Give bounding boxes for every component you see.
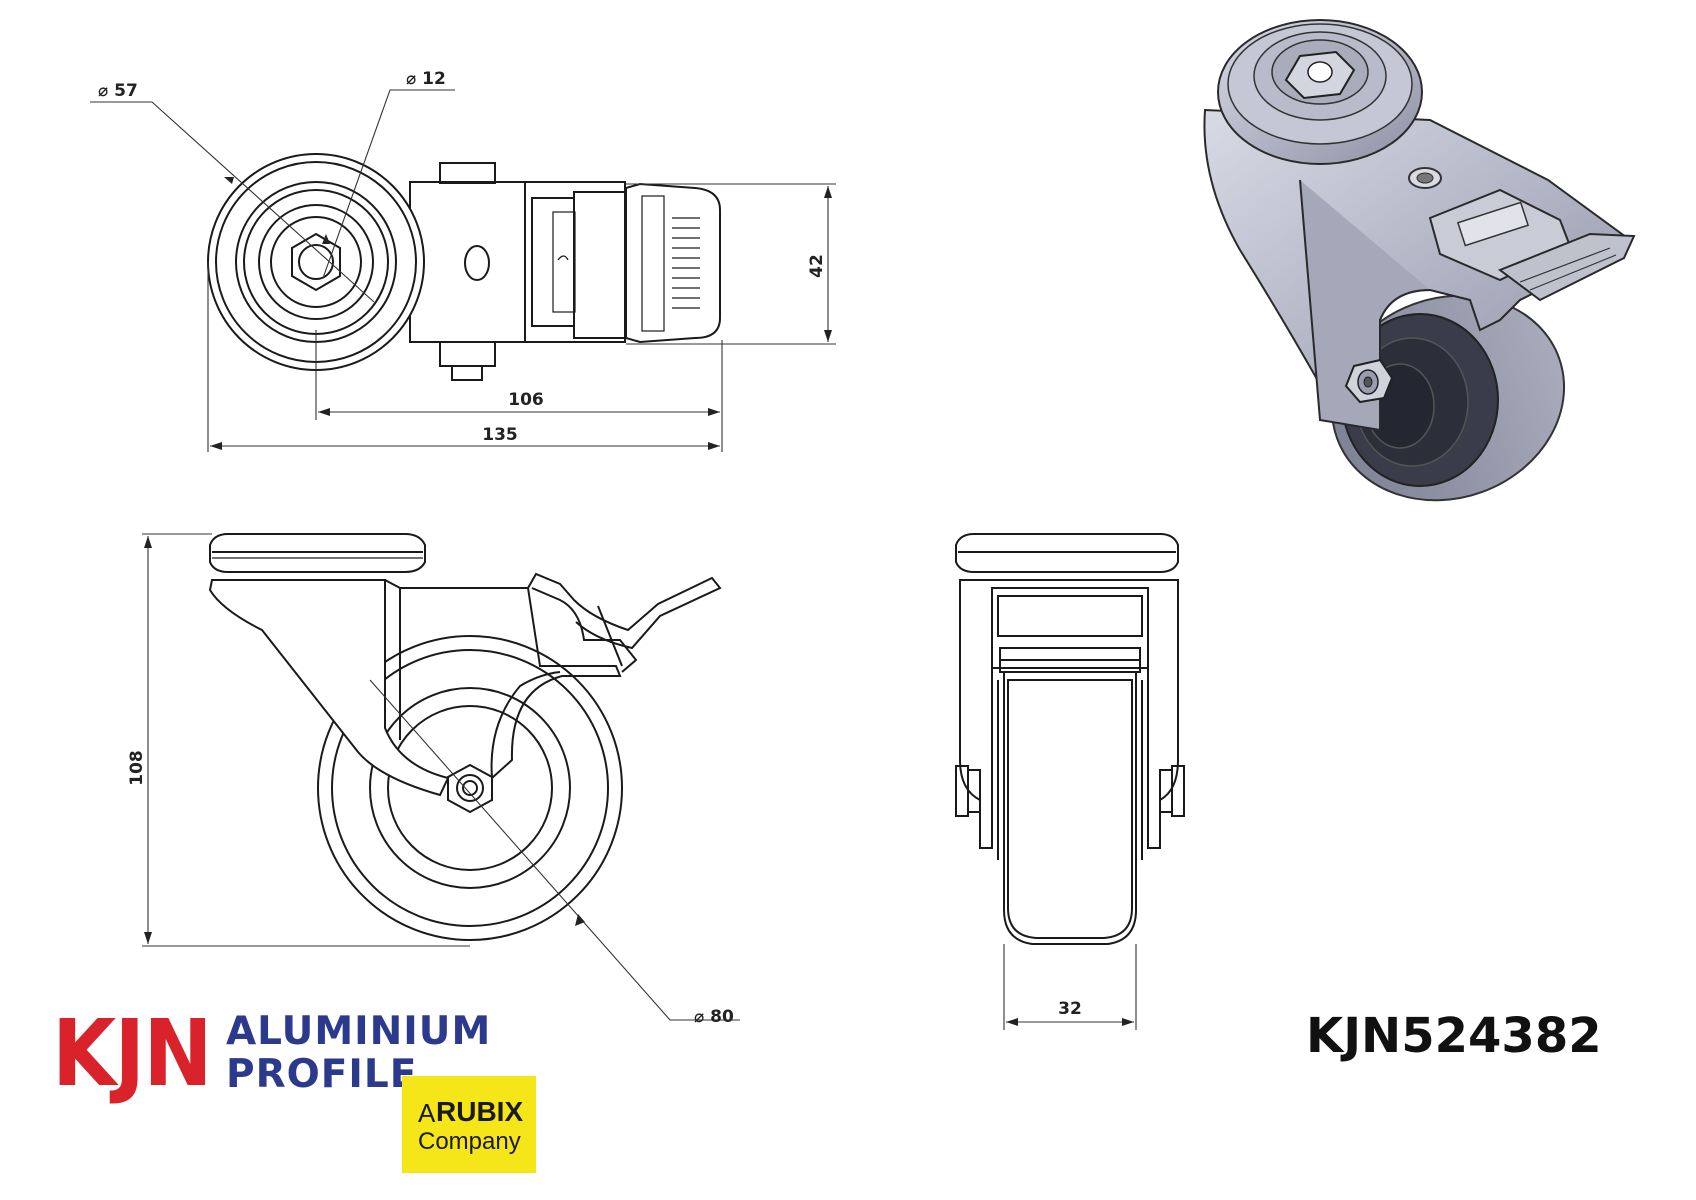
render-axle-nut [1344,358,1394,404]
rubix-a: A [418,1098,436,1128]
brake-ribs [672,217,700,309]
side-view-brake-lever [527,572,722,673]
side-view-top-plate [209,533,426,573]
brand-aluminium: ALUMINIUM [226,1009,492,1054]
dim-length-135: 135 [482,425,518,445]
front-view: 32 [955,533,1185,1030]
top-view-body [409,162,721,381]
rubix-badge: A RUBIX Company [402,1076,536,1173]
kjn-logo: KJN [52,1000,213,1107]
front-view-dimensions [1003,944,1137,1030]
isometric-render [1203,19,1636,502]
top-view-dimensions [207,183,836,452]
render-top-plate [1217,19,1423,165]
top-view-leaders [90,89,455,303]
part-number: KJN524382 [1306,1008,1602,1064]
side-view: 108 ⌀ 80 [127,533,740,1027]
side-view-dimensions [142,533,740,1021]
render-fork [1203,108,1632,432]
rubix-name: RUBIX [436,1096,524,1127]
dim-wheel-dia: ⌀ 80 [694,1007,734,1027]
dim-height-108: 108 [127,750,147,786]
front-view-axle [955,765,1185,817]
dim-height-42: 42 [807,254,827,278]
top-view: ⌀ 57 ⌀ 12 42 106 135 [90,69,836,452]
brand-profile: PROFILE [226,1052,418,1097]
front-view-wheel [997,671,1143,945]
render-brake [1428,188,1636,302]
dim-length-106: 106 [508,390,544,410]
dim-top-hole-dia: ⌀ 57 [98,81,138,101]
dim-wheel-width: 32 [1058,999,1082,1019]
front-view-top-plate [955,533,1179,573]
front-view-fork [959,579,1179,849]
side-view-fork [208,579,622,797]
rubix-company: Company [418,1128,521,1155]
dim-bolt-dia: ⌀ 12 [406,69,446,89]
